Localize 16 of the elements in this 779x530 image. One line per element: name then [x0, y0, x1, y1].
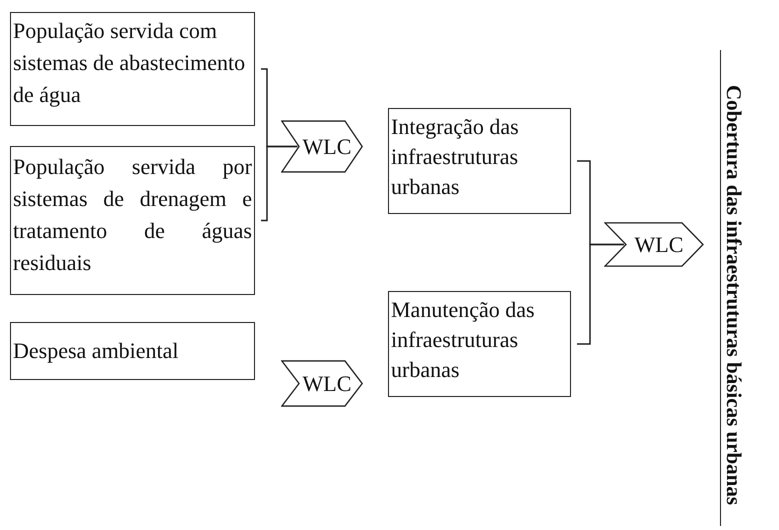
box-text: População servida por sistemas de drenagem e tratamento de águas residuais [13, 153, 252, 277]
text-box [10, 322, 255, 380]
box-text: Cobertura das infraestruturas básicas urbanas [721, 84, 747, 508]
box-text: Despesa ambiental [13, 337, 180, 365]
bracket-connector [261, 146, 298, 222]
text-box [388, 108, 571, 214]
box-text: População servida com sistemas de abastecimento de água [13, 17, 246, 109]
chevron-label: WLC [302, 132, 352, 160]
bracket-connector [577, 244, 624, 345]
box-text: Integração das infraestruturas urbanas [391, 113, 520, 201]
chevron-label: WLC [634, 230, 684, 258]
text-box [10, 12, 255, 126]
box-text: Manutenção das infraestruturas urbanas [391, 296, 536, 384]
chevron-label: WLC [302, 370, 352, 398]
text-box [388, 291, 571, 397]
text-box [10, 146, 255, 295]
